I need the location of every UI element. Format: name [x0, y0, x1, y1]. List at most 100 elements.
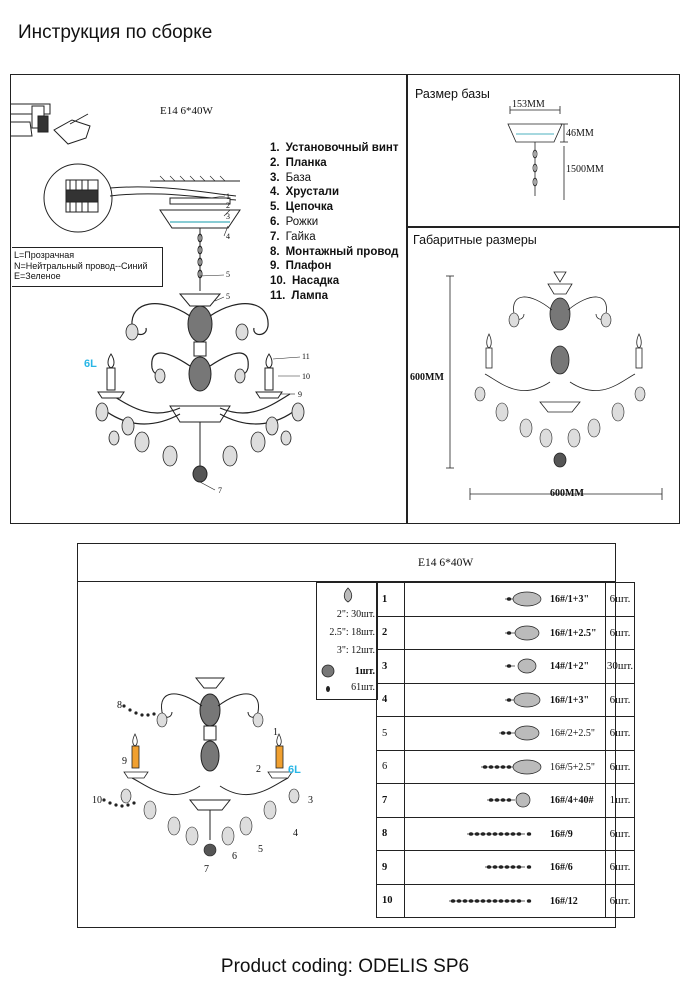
row-quantity: 6шт. — [605, 682, 635, 717]
table-row: 9 16#/6 6шт. — [376, 850, 635, 885]
parts-list-number: 11. — [270, 289, 286, 302]
parts-list-number: 5. — [270, 201, 280, 214]
row-crystal-cell: 16#/5+2.5" — [404, 749, 606, 784]
lamp-spec: E14 6*40W — [160, 105, 213, 117]
parts-callout-4: 4 — [293, 828, 298, 839]
crystal-code: 16#/1+3" — [550, 694, 590, 706]
crystal-code: 16#/1+3" — [550, 594, 590, 605]
crystal-string-icon — [505, 591, 542, 607]
stock-line: 2.5": 18шт. — [329, 627, 375, 638]
row-quantity: 6шт. — [605, 850, 635, 885]
candle-sockets — [97, 353, 283, 399]
parts-illustration — [102, 677, 300, 857]
row-number: 4 — [376, 682, 405, 717]
stock-line: 2": 30шт. — [336, 609, 375, 620]
parts-lamp-spec: E14 6*40W — [418, 557, 474, 569]
stock-line: 3": 12шт. — [336, 645, 375, 656]
parts-arm-count-label: 6L — [288, 764, 301, 776]
bead-strings — [102, 704, 156, 808]
legend-line: N=Нейтральный провод--Синий — [14, 260, 148, 271]
row-crystal-cell: 16#/9 — [404, 816, 606, 851]
overall-size-title: Габаритные размеры — [413, 233, 537, 247]
parts-list-label: Хрустали — [285, 186, 340, 199]
crystal-string-icon — [485, 865, 532, 869]
crystal-code: 16#/12 — [550, 895, 578, 907]
crystal-code: 16#/4+40# — [550, 795, 594, 806]
parts-callout-9: 9 — [122, 756, 127, 767]
central-stem — [169, 293, 231, 483]
row-number: 1 — [376, 582, 405, 617]
arm-count-label: 6L — [84, 358, 97, 370]
parts-callout-1: 1 — [273, 727, 278, 738]
crystal-string-icon — [505, 658, 537, 674]
callout-2: 2 — [226, 201, 230, 210]
overall-width: 600MM — [550, 488, 584, 499]
parts-callout-5: 5 — [258, 844, 263, 855]
parts-callout-10: 10 — [92, 795, 102, 806]
wiring-detail — [43, 163, 237, 233]
parts-list-label: База — [285, 171, 312, 184]
parts-list-label: Планка — [285, 156, 327, 169]
canopy — [159, 197, 241, 229]
parts-list-item: 7. Гайка — [270, 230, 399, 245]
parts-list-number: 4. — [270, 186, 280, 199]
legend-line: L=Прозрачная — [14, 250, 75, 260]
row-number: 2 — [376, 615, 405, 650]
parts-list-label: Плафон — [285, 260, 332, 273]
parts-list-label: Установочный винт — [285, 142, 399, 154]
overall-size-drawing — [446, 271, 663, 500]
row-crystal-cell: 16#/6 — [404, 850, 606, 885]
parts-list-item: 9.Плафон — [270, 259, 399, 274]
crystal-string-icon — [467, 831, 532, 836]
crystal-string-icon — [481, 759, 542, 774]
parts-list-number: 10. — [270, 275, 286, 288]
parts-callout-8: 8 — [117, 700, 122, 711]
legend-line: E=Зеленое — [14, 271, 61, 281]
crystal-ball-icon — [321, 664, 335, 678]
parts-list-number: 1. — [270, 142, 280, 154]
callout-leaders — [199, 195, 301, 491]
crystal-string-icon — [505, 692, 541, 707]
parts-list-item: 11. Лампа — [270, 289, 399, 304]
parts-callout-3: 3 — [308, 795, 313, 806]
wire-legend — [12, 247, 163, 287]
mounting-box-icon — [10, 103, 91, 145]
row-quantity: 30шт. — [605, 649, 635, 684]
assembly-illustration — [10, 103, 305, 491]
row-crystal-cell: 16#/1+3" — [404, 682, 606, 717]
page-title: Инструкция по сборке — [18, 22, 213, 43]
horizontal-divider — [406, 226, 679, 228]
parts-list-item: 1. Установочный винт — [270, 141, 399, 156]
row-quantity: 6шт. — [605, 716, 635, 751]
crystal-code: 16#/6 — [550, 862, 573, 873]
row-number: 6 — [376, 749, 405, 784]
parts-list-item: 2. Планка — [270, 156, 399, 171]
base-width: 153MM — [512, 99, 545, 110]
row-number: 9 — [376, 850, 405, 885]
callout-10: 10 — [302, 372, 310, 381]
crystal-code: 14#/1+2" — [550, 661, 590, 672]
parts-list-item: 5.Цепочка — [270, 200, 399, 215]
base-size-title: Размер базы — [415, 87, 490, 101]
parts-list-number: 8. — [270, 245, 280, 258]
row-quantity: 6шт. — [605, 615, 635, 650]
callout-1: 1 — [226, 192, 230, 201]
parts-list-label: Лампа — [291, 289, 328, 302]
parts-list-label: Гайка — [285, 230, 316, 243]
parts-list-number: 7. — [270, 230, 280, 243]
chain-length: 1500MM — [566, 164, 604, 175]
stock-summary: 2": 30шт. 2.5": 18шт. 3": 12шт. 1шт. 61ш… — [316, 582, 378, 700]
overall-height: 600MM — [410, 372, 444, 383]
callout-11: 11 — [302, 352, 310, 361]
table-row: 4 16#/1+3" 6шт. — [376, 682, 635, 717]
callout-4: 4 — [226, 232, 230, 241]
row-crystal-cell: 16#/2+2.5" — [404, 716, 606, 751]
parts-list-number: 6. — [270, 215, 280, 228]
crystal-drop-icon — [343, 587, 353, 603]
base-height: 46MM — [566, 128, 594, 139]
row-crystal-cell: 16#/12 — [404, 883, 606, 918]
parts-list-number: 2. — [270, 156, 280, 169]
